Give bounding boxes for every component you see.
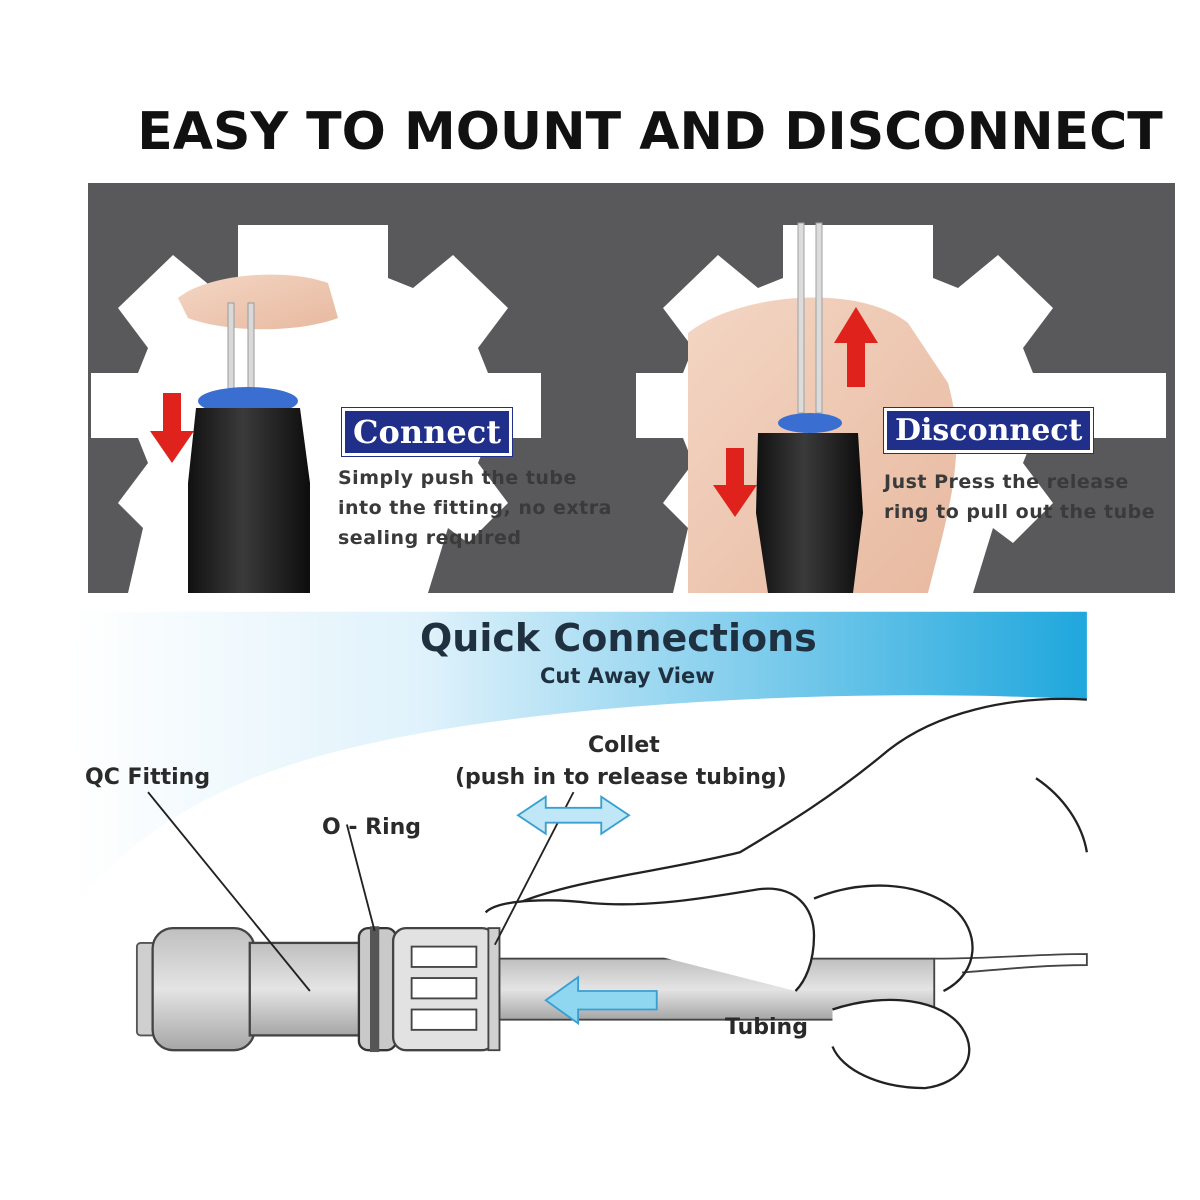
finger-image: [178, 274, 338, 330]
push-arrow-icon: [150, 393, 194, 463]
collet-double-arrow-icon: [516, 795, 631, 836]
cutaway-diagram: [69, 611, 1089, 1090]
o-ring-label: O - Ring: [322, 815, 422, 840]
mount-disconnect-panel: Connect Simply push the tube into the fi…: [88, 183, 1175, 593]
tubing-label: Tubing: [725, 1015, 808, 1040]
connect-gear: [91, 225, 541, 593]
blue-banner: [69, 611, 1087, 917]
disconnect-desc-line-1: Just Press the release: [884, 471, 1129, 493]
connect-desc-line-3: sealing required: [338, 527, 522, 549]
diagram-title: Quick Connections: [420, 616, 817, 660]
disconnect-label: Disconnect: [882, 407, 1095, 454]
disconnect-description: Just Press the release ring to pull out …: [884, 467, 1155, 527]
qc-fitting-drawing: [135, 926, 501, 1053]
connect-description: Simply push the tube into the fitting, n…: [338, 463, 612, 553]
hand-outline: [517, 697, 1087, 905]
o-ring-leader: [345, 824, 376, 932]
qc-fitting-leader: [147, 791, 311, 992]
gear-illustrations: [91, 222, 1166, 593]
connect-desc-line-2: into the fitting, no extra: [338, 497, 612, 519]
disconnect-desc-line-2: ring to pull out the tube: [884, 501, 1156, 523]
fitting-body: [188, 408, 310, 593]
qc-fitting-label: QC Fitting: [85, 765, 211, 790]
collet-note-label: (push in to release tubing): [455, 765, 787, 790]
tubing-arrow-icon: [544, 975, 658, 1026]
pull-up-arrow-icon: [834, 307, 878, 387]
press-down-arrow-icon: [713, 448, 757, 517]
collet-label: Collet: [588, 733, 660, 758]
connect-label: Connect: [341, 407, 513, 457]
diagram-subtitle: Cut Away View: [540, 664, 715, 688]
page-title: EASY TO MOUNT AND DISCONNECT: [137, 102, 1163, 162]
connect-desc-line-1: Simply push the tube: [338, 467, 577, 489]
